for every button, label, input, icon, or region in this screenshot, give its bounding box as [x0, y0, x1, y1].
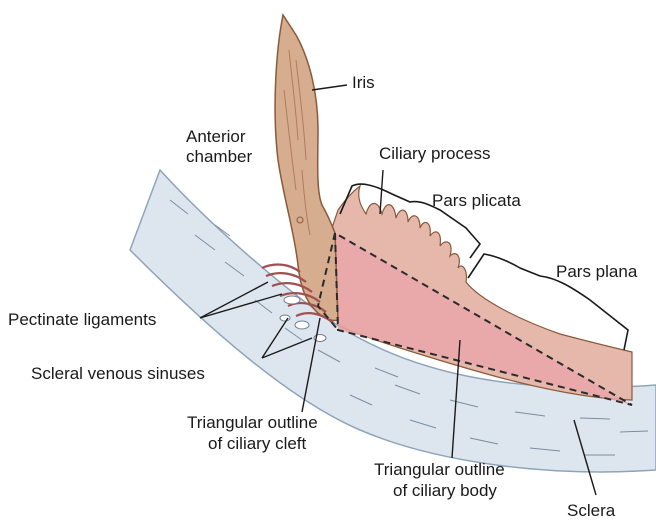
label-anterior-chamber-2: chamber [186, 147, 252, 166]
label-ciliary-cleft-2: of ciliary cleft [208, 434, 307, 453]
iris-leader [312, 85, 347, 90]
label-anterior-chamber-1: Anterior [186, 127, 246, 146]
label-sclera: Sclera [567, 501, 616, 520]
label-pars-plana: Pars plana [556, 262, 638, 281]
label-ciliary-body-1: Triangular outline [374, 460, 505, 479]
label-scleral-venous-sinuses: Scleral venous sinuses [31, 364, 205, 383]
label-pectinate-ligaments: Pectinate ligaments [8, 310, 156, 329]
label-pars-plicata: Pars plicata [432, 191, 521, 210]
label-ciliary-body-2: of ciliary body [393, 481, 497, 500]
ciliary-process-leader [380, 170, 383, 214]
label-iris: Iris [352, 73, 375, 92]
iris-shape [275, 15, 338, 321]
label-ciliary-process: Ciliary process [379, 144, 490, 163]
label-ciliary-cleft-1: Triangular outline [187, 413, 318, 432]
